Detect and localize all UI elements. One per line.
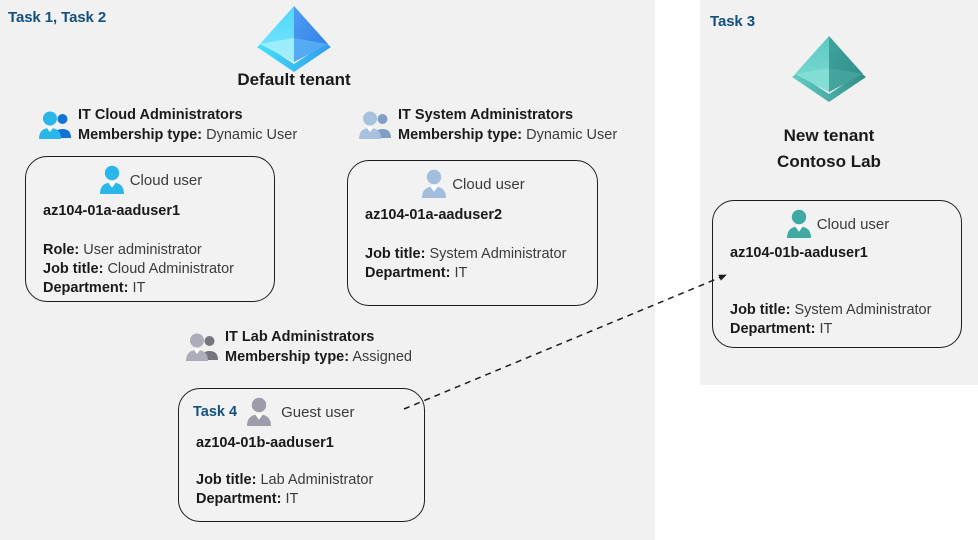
user-properties: Job title: System Administrator Departme… bbox=[365, 245, 566, 283]
property-row: Job title: Lab Administrator bbox=[196, 472, 374, 488]
property-row: Department: IT bbox=[730, 321, 833, 337]
user-properties: Job title: System Administrator Departme… bbox=[730, 301, 931, 339]
user-card-az104-01a-aaduser1[interactable]: Cloud user az104-01a-aaduser1 Role: User… bbox=[25, 156, 275, 302]
property-row: Job title: Cloud Administrator bbox=[43, 261, 234, 277]
group-membership-type: Membership type: Dynamic User bbox=[78, 126, 297, 145]
user-icon bbox=[245, 397, 273, 427]
group-name: IT Cloud Administrators bbox=[78, 107, 243, 123]
user-card-az104-01b-aaduser1-cloud[interactable]: Cloud user az104-01b-aaduser1 Job title:… bbox=[712, 200, 962, 348]
group-it-cloud-administrators: IT Cloud Administrators Membership type:… bbox=[38, 106, 297, 145]
property-row: Role: User administrator bbox=[43, 242, 202, 258]
user-principal-name: az104-01a-aaduser2 bbox=[365, 207, 503, 223]
user-icon bbox=[785, 209, 813, 239]
group-name: IT System Administrators bbox=[398, 107, 574, 123]
user-properties: Role: User administrator Job title: Clou… bbox=[43, 241, 234, 298]
property-row: Job title: System Administrator bbox=[730, 302, 932, 318]
user-principal-name: az104-01a-aaduser1 bbox=[43, 203, 181, 219]
group-users-icon bbox=[185, 332, 219, 362]
user-principal-name: az104-01b-aaduser1 bbox=[196, 435, 334, 451]
user-principal-name: az104-01b-aaduser1 bbox=[730, 245, 868, 261]
card-header: Cloud user bbox=[348, 169, 597, 199]
user-type-label: Cloud user bbox=[816, 215, 890, 233]
default-tenant-caption: Default tenant bbox=[237, 70, 351, 89]
user-card-az104-01b-aaduser1-guest[interactable]: Task 4 Guest user az104-01b-aaduser1 Job… bbox=[178, 388, 425, 522]
property-row: Department: IT bbox=[196, 491, 299, 507]
task-label-3: Task 3 bbox=[710, 13, 755, 30]
membership-value: Assigned bbox=[352, 349, 412, 365]
new-tenant-caption-line1: New tenant bbox=[783, 126, 875, 145]
membership-value: Dynamic User bbox=[206, 127, 298, 143]
user-type-label: Guest user bbox=[281, 403, 355, 421]
property-row: Department: IT bbox=[43, 280, 146, 296]
user-card-az104-01a-aaduser2[interactable]: Cloud user az104-01a-aaduser2 Job title:… bbox=[347, 160, 598, 306]
new-tenant-caption-line2: Contoso Lab bbox=[777, 152, 881, 171]
azure-tenant-icon bbox=[787, 32, 871, 104]
card-header: Task 4 Guest user bbox=[179, 397, 424, 427]
group-membership-type: Membership type: Assigned bbox=[225, 348, 412, 367]
user-icon bbox=[98, 165, 126, 195]
card-header: Cloud user bbox=[26, 165, 274, 195]
group-users-icon bbox=[38, 110, 72, 140]
group-membership-type: Membership type: Dynamic User bbox=[398, 126, 617, 145]
azure-tenant-icon bbox=[252, 2, 336, 74]
card-header: Cloud user bbox=[713, 209, 961, 239]
membership-value: Dynamic User bbox=[526, 127, 618, 143]
property-row: Job title: System Administrator bbox=[365, 246, 567, 262]
user-properties: Job title: Lab Administrator Department:… bbox=[196, 471, 373, 509]
user-type-label: Cloud user bbox=[129, 171, 203, 189]
user-icon bbox=[420, 169, 448, 199]
task-label-1-2: Task 1, Task 2 bbox=[8, 9, 107, 26]
membership-label: Membership type: bbox=[398, 127, 523, 143]
task-label-4: Task 4 bbox=[193, 404, 238, 420]
user-type-label: Cloud user bbox=[452, 175, 525, 193]
property-row: Department: IT bbox=[365, 265, 468, 281]
group-name: IT Lab Administrators bbox=[225, 329, 375, 345]
group-users-icon bbox=[358, 110, 392, 140]
membership-label: Membership type: bbox=[225, 349, 350, 365]
group-it-lab-administrators: IT Lab Administrators Membership type: A… bbox=[185, 328, 412, 367]
group-it-system-administrators: IT System Administrators Membership type… bbox=[358, 106, 617, 145]
membership-label: Membership type: bbox=[78, 127, 203, 143]
